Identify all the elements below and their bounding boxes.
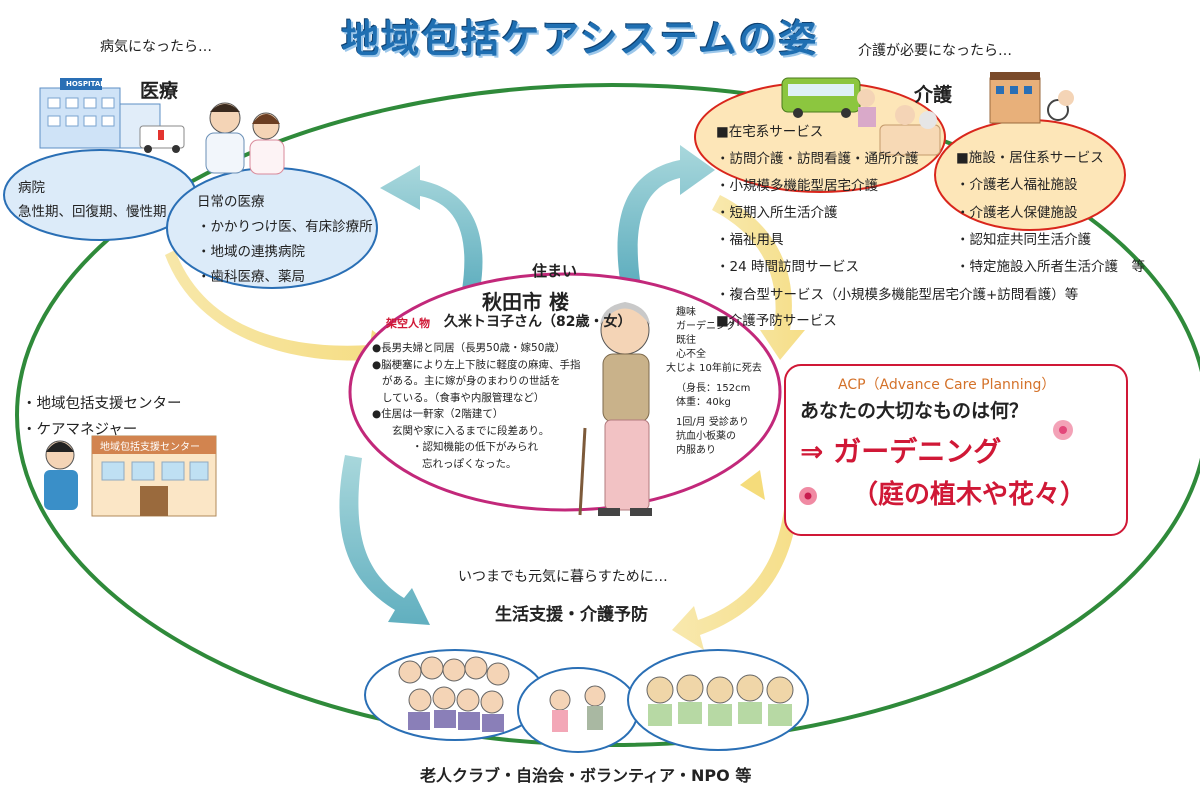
- arrow-community-to-home: [672, 490, 800, 650]
- care-manager-label: ・ケアマネジャー: [22, 422, 138, 438]
- medical-lead: 病気になったら…: [100, 39, 212, 55]
- side-note: ガーデニング: [676, 321, 736, 332]
- person-notes: ●長男夫婦と同居（長男50歳・嫁50歳） ●脳梗塞により左上下肢に軽度の麻痺、手…: [372, 340, 607, 472]
- person-note: がある。主に嫁が身のまわりの世話を: [382, 375, 561, 387]
- acp-answer: ⇒ ガーデニング: [800, 435, 1002, 468]
- home-city: 秋田市 楼: [482, 290, 569, 314]
- prevention-service-heading: ■介護予防サービス: [716, 313, 837, 329]
- hospital-illustration: [39, 78, 185, 153]
- side-note: （身長：152cm: [676, 383, 751, 394]
- side-note: 心不全: [676, 349, 706, 360]
- acp-answer-detail: （庭の植木や花々）: [852, 480, 1087, 510]
- old-people-club-illustration: [398, 656, 510, 732]
- arrow-home-to-care: [617, 145, 715, 280]
- home-service-item: ・短期入所生活介護: [716, 205, 838, 221]
- side-note: 大じよ 10年前に死去: [666, 363, 762, 374]
- page-title: 地域包括ケアシステムの姿: [341, 17, 819, 61]
- support-center-illustration: [44, 435, 217, 517]
- fictional-person-tag: 架空人物: [386, 317, 430, 330]
- home-service-item: ・24 時間訪問サービス: [716, 259, 859, 275]
- daily-medical-title: 日常の医療: [197, 194, 265, 210]
- home-service-item: ■在宅系サービス: [716, 124, 824, 140]
- acp-title: ACP（Advance Care Planning）: [838, 377, 1056, 393]
- side-note: 既往: [676, 335, 696, 346]
- side-note: 内服あり: [676, 445, 716, 456]
- side-note: 趣味: [676, 307, 696, 318]
- facility-service-item: ・介護老人保健施設: [956, 205, 1078, 221]
- community-ellipse-mid: [517, 667, 639, 753]
- facility-service-item: ・介護老人福祉施設: [956, 177, 1078, 193]
- side-note: 抗血小板薬の: [676, 431, 736, 442]
- home-service-item: ・福祉用具: [716, 232, 784, 248]
- person-note: している。（食事や内服管理など）: [382, 391, 545, 404]
- arrow-home-to-medical: [380, 165, 483, 290]
- community-lead: いつまでも元気に暮らすために…: [458, 569, 668, 585]
- hospital-box-title: 病院: [18, 180, 45, 196]
- day-service-bus-illustration: [781, 77, 876, 127]
- side-note: 体重：40kg: [676, 397, 731, 408]
- person-note: ●脳梗塞により左上下肢に軽度の麻痺、手指: [372, 358, 581, 371]
- support-center-label: ・地域包括支援センター: [22, 396, 182, 412]
- facility-service-item: ・特定施設入所者生活介護 等: [956, 259, 1145, 275]
- hospital-box-phases: 急性期、回復期、慢性期: [18, 204, 167, 220]
- arrow-tip-acp: [740, 470, 765, 500]
- community-footer: 老人クラブ・自治会・ボランティア・NPO 等: [420, 766, 752, 785]
- person-note: 玄関や家に入るまでに段差あり。: [392, 424, 550, 437]
- support-center-sign: 地域包括支援センター: [100, 442, 200, 453]
- person-note: ●住居は一軒家（2階建て）: [372, 408, 504, 420]
- side-note: 1回/月 受診あり: [676, 417, 749, 428]
- person-side-notes: 趣味 ガーデニング 既往 心不全 大じよ 10年前に死去 （身長：152cm 体…: [666, 306, 766, 458]
- home-visit-illustration: [879, 105, 941, 156]
- person-note: 忘れっぽくなった。: [422, 457, 517, 470]
- daily-medical-item: ・歯科医療、薬局: [197, 269, 305, 285]
- home-service-item: ・訪問介護・訪問看護・通所介護: [716, 151, 919, 167]
- care-lead: 介護が必要になったら…: [858, 43, 1012, 59]
- home-label: 住まい: [532, 262, 578, 280]
- elderly-woman-illustration: [578, 302, 652, 516]
- home-ellipse: [348, 272, 782, 512]
- arrow-home-to-community: [339, 455, 430, 625]
- person-note: ●長男夫婦と同居（長男50歳・嫁50歳）: [372, 342, 566, 354]
- hospital-sign: HOSPITAL: [66, 80, 105, 88]
- person-note: ・認知機能の低下がみられ: [412, 441, 538, 453]
- arrow-care-to-home: [712, 195, 805, 360]
- home-service-item: ・複合型サービス（小規模多機能型居宅介護+訪問看護）等: [716, 287, 1079, 303]
- doctors-illustration: [205, 102, 285, 175]
- daily-medical-item: ・かかりつけ医、有床診療所: [197, 219, 373, 235]
- acp-box: [784, 364, 1128, 536]
- volunteers-illustration: [646, 674, 794, 726]
- daily-medical-item: ・地域の連携病院: [197, 244, 305, 260]
- home-service-item: ・小規模多機能型居宅介護: [716, 178, 878, 194]
- facility-service-item: ・認知症共同生活介護: [956, 232, 1091, 248]
- medical-heading: 医療: [140, 80, 179, 102]
- person-name: 久米トヨ子さん（82歳・女）: [444, 314, 632, 330]
- care-heading: 介護: [914, 84, 953, 106]
- facility-service-item: ■施設・居住系サービス: [956, 150, 1104, 166]
- flower-icon: [799, 420, 1073, 505]
- exercise-illustration: [549, 685, 606, 732]
- community-heading: 生活支援・介護予防: [495, 605, 648, 625]
- care-facility-illustration: [989, 72, 1074, 124]
- acp-question: あなたの大切なものは何？: [800, 400, 1029, 422]
